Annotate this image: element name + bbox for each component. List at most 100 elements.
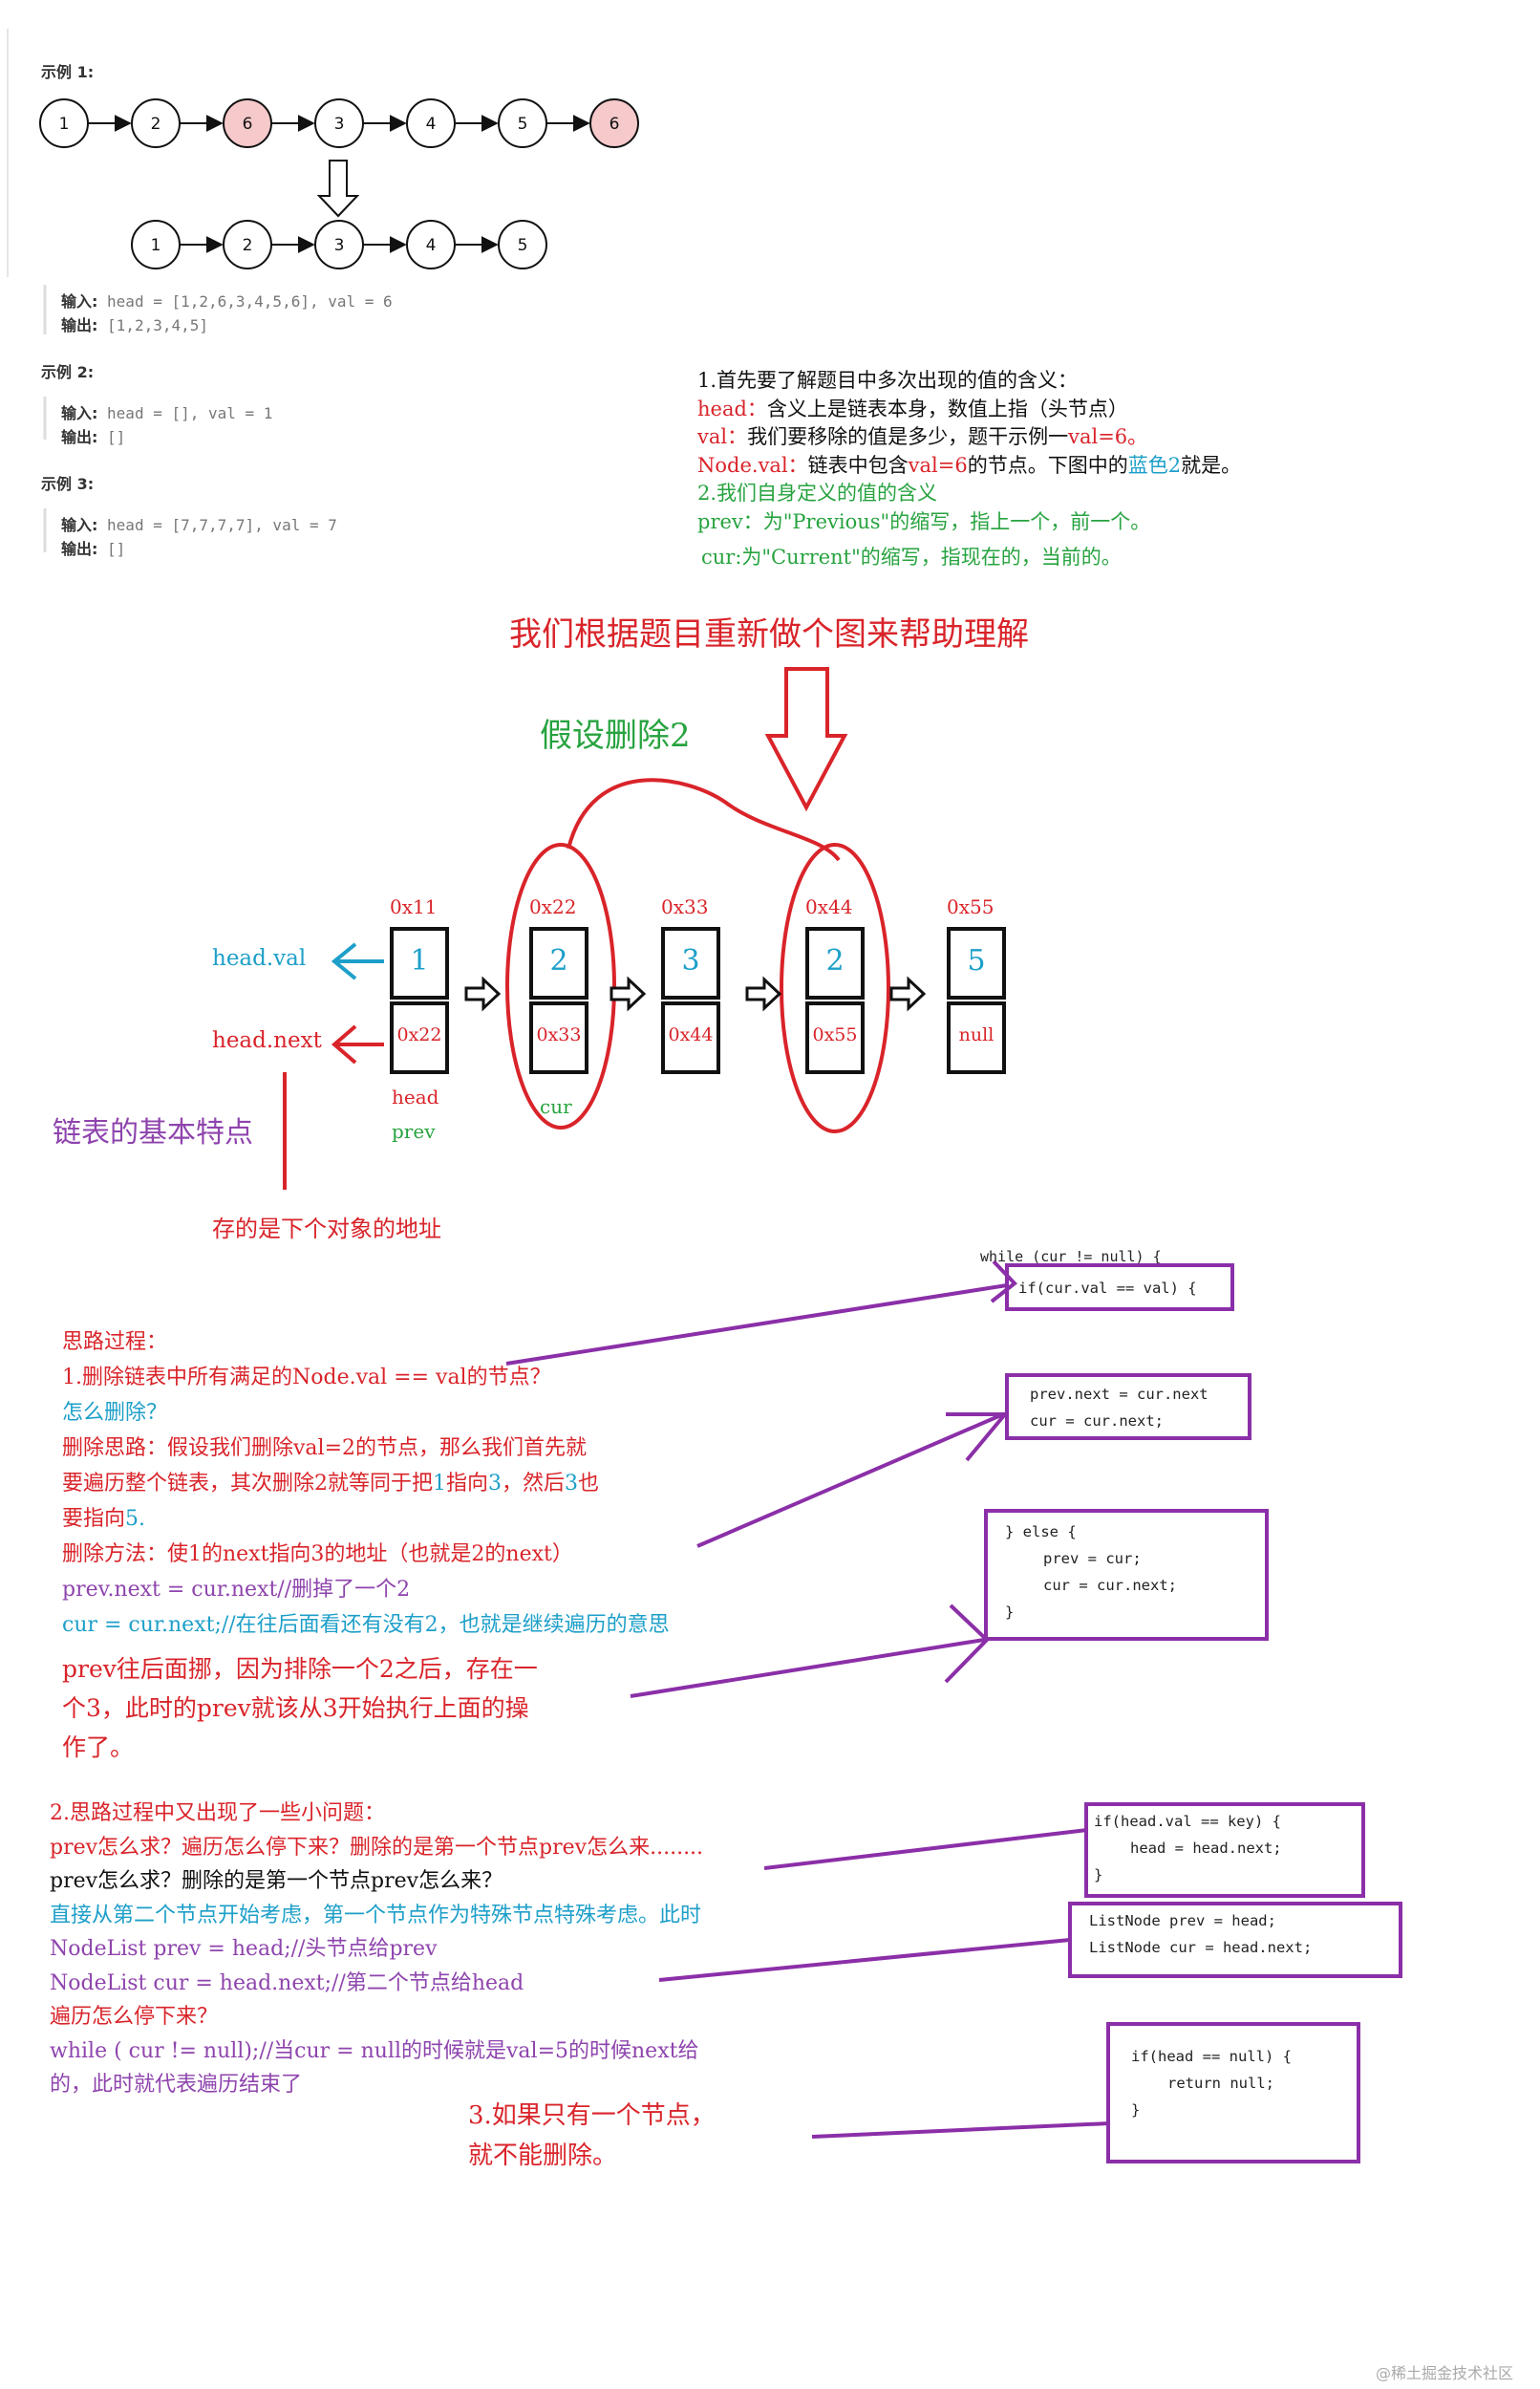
intro-line-7: cur:为"Current"的缩写，指现在的，当前的。 bbox=[701, 546, 1122, 569]
red-skip-curve bbox=[567, 778, 841, 862]
right-arrow-icon bbox=[464, 976, 502, 1012]
list-node-value: 3 bbox=[334, 236, 345, 255]
thinking-line-1: 1.删除链表中所有满足的Node.val == val的节点？ bbox=[62, 1366, 551, 1389]
part3-line-2: 就不能删除。 bbox=[468, 2141, 618, 2170]
node-next-address: 0x33 bbox=[536, 1024, 582, 1045]
example1-output: 输出: [1,2,3,4,5] bbox=[61, 316, 208, 334]
node-value-box bbox=[805, 927, 865, 1000]
node-address: 0x22 bbox=[529, 895, 577, 918]
example2-input: 输入: head = [], val = 1 bbox=[61, 404, 273, 422]
list-node-value: 6 bbox=[243, 115, 253, 134]
ellipse-node-2 bbox=[505, 843, 616, 1130]
intro-block: 1.首先要了解题目中多次出现的值的含义： head：含义上是链表本身，数值上指（… bbox=[697, 367, 1241, 572]
list-node-value: 4 bbox=[426, 236, 437, 255]
thinking-title: 思路过程： bbox=[62, 1330, 168, 1354]
example2-title: 示例 2: bbox=[41, 363, 95, 381]
list-node-value: 3 bbox=[334, 115, 345, 134]
thinking-line-3c: 要指向5. bbox=[62, 1507, 146, 1531]
feature-label: 链表的基本特点 bbox=[53, 1116, 253, 1150]
code-box-null-check: if(head == null) { return null; } bbox=[1106, 2022, 1360, 2163]
node-value-box bbox=[529, 927, 588, 1000]
right-arrow-icon bbox=[610, 976, 647, 1012]
part2-line-1: prev怎么求？遍历怎么停下来？删除的是第一个节点prev怎么来........ bbox=[50, 1835, 704, 1860]
thinking-line-7a: prev往后面挪，因为排除一个2之后，存在一 bbox=[62, 1655, 538, 1683]
intro-line-5: 2.我们自身定义的值的含义 bbox=[697, 482, 938, 505]
label-prev: prev bbox=[392, 1120, 436, 1143]
node-next-box bbox=[529, 1001, 588, 1074]
list-node-value: 4 bbox=[426, 115, 437, 134]
code-if-line: if(cur.val == val) { bbox=[1018, 1280, 1197, 1297]
intro-line-2: head：含义上是链表本身，数值上指（头节点） bbox=[697, 397, 1128, 420]
node-next-address: 0x22 bbox=[396, 1024, 442, 1045]
intro-line-1: 1.首先要了解题目中多次出现的值的含义： bbox=[697, 369, 1079, 392]
node-address: 0x11 bbox=[390, 895, 438, 918]
thinking-line-5: prev.next = cur.next//删掉了一个2 bbox=[62, 1578, 411, 1602]
part2-line-5: NodeList cur = head.next;//第二个节点给head bbox=[50, 1970, 524, 1995]
example1-input: 输入: head = [1,2,6,3,4,5,6], val = 6 bbox=[61, 292, 393, 311]
label-head: head bbox=[392, 1086, 439, 1108]
head-val-arrow-icon bbox=[331, 942, 384, 980]
big-red-down-arrow-icon bbox=[764, 667, 848, 812]
code-box-head-check: if(head.val == key) { head = head.next; … bbox=[1084, 1802, 1365, 1898]
node-value-box bbox=[661, 927, 720, 1000]
code-box-if: if(cur.val == val) { bbox=[1005, 1263, 1234, 1311]
list-node-value: 6 bbox=[610, 115, 620, 134]
example2-output: 输出: [] bbox=[61, 428, 126, 446]
node-next-address: null bbox=[958, 1024, 995, 1045]
node-value-box bbox=[390, 927, 449, 1000]
node-next-address: 0x55 bbox=[812, 1024, 858, 1045]
intro-line-6: prev：为"Previous"的缩写，指上一个，前一个。 bbox=[697, 509, 1151, 533]
part2-line-2: prev怎么求？删除的是第一个节点prev怎么来？ bbox=[50, 1869, 503, 1893]
code-box-init: ListNode prev = head; ListNode cur = hea… bbox=[1068, 1902, 1402, 1978]
head-val-label: head.val bbox=[212, 946, 307, 971]
part2-line-7: while ( cur != null);//当cur = null的时候就是v… bbox=[50, 2038, 699, 2063]
node-value: 5 bbox=[967, 944, 986, 978]
node-address: 0x33 bbox=[661, 895, 709, 918]
intro-line-3: val：我们要移除的值是多少，题干示例一val=6。 bbox=[697, 425, 1148, 448]
node-value-box bbox=[947, 927, 1006, 1000]
code-init: ListNode prev = head; ListNode cur = hea… bbox=[1089, 1912, 1313, 1956]
part2-block: 2.思路过程中又出现了一些小问题： prev怎么求？遍历怎么停下来？删除的是第一… bbox=[50, 1797, 703, 2102]
assume-label: 假设删除2 bbox=[540, 717, 691, 755]
list-node-circle bbox=[589, 98, 639, 148]
label-cur: cur bbox=[540, 1095, 572, 1118]
node-next-box bbox=[947, 1001, 1006, 1074]
thinking-line-6: cur = cur.next;//在往后面看还有没有2，也就是继续遍历的意思 bbox=[62, 1613, 670, 1637]
part2-line-8: 的，此时就代表遍历结束了 bbox=[50, 2073, 303, 2097]
example3-input: 输入: head = [7,7,7,7], val = 7 bbox=[61, 516, 337, 534]
code-head-check: if(head.val == key) { head = head.next; … bbox=[1094, 1813, 1282, 1883]
node-address: 0x55 bbox=[947, 895, 995, 918]
thinking-move-block: prev往后面挪，因为排除一个2之后，存在一 个3，此时的prev就该从3开始执… bbox=[62, 1649, 538, 1767]
list-node-value: 1 bbox=[59, 115, 70, 134]
part2-line-3: 直接从第二个节点开始考虑，第一个节点作为特殊节点特殊考虑。此时 bbox=[50, 1903, 702, 1927]
thinking-line-7c: 作了。 bbox=[62, 1733, 135, 1761]
diagram-heading: 我们根据题目重新做个图来帮助理解 bbox=[509, 615, 1029, 654]
code-box-else: } else { prev = cur; cur = cur.next; } bbox=[984, 1509, 1269, 1641]
example3-title: 示例 3: bbox=[41, 475, 95, 493]
list-node-value: 5 bbox=[518, 236, 528, 255]
example1-title: 示例 1: bbox=[41, 63, 95, 81]
example3-output: 输出: [] bbox=[61, 540, 126, 558]
thinking-line-7b: 个3，此时的prev就该从3开始执行上面的操 bbox=[62, 1694, 529, 1722]
part3-line-1: 3.如果只有一个节点， bbox=[468, 2101, 716, 2130]
part2-line-6: 遍历怎么停下来？ bbox=[50, 2005, 219, 2029]
node-value: 1 bbox=[410, 944, 429, 978]
thinking-line-3a: 删除思路：假设我们删除val=2的节点，那么我们首先就 bbox=[62, 1436, 588, 1460]
thinking-line-4: 删除方法：使1的next指向3的地址（也就是2的next） bbox=[62, 1542, 573, 1566]
node-next-box bbox=[805, 1001, 865, 1074]
head-next-arrow-icon bbox=[331, 1024, 384, 1065]
down-arrow-icon bbox=[316, 160, 360, 218]
right-arrow-icon bbox=[745, 976, 782, 1012]
part2-line-4: NodeList prev = head;//头节点给prev bbox=[50, 1937, 438, 1961]
right-arrow-icon bbox=[889, 976, 927, 1012]
code-else: } else { prev = cur; cur = cur.next; } bbox=[1005, 1523, 1177, 1621]
code-while-line: while (cur != null) { bbox=[980, 1248, 1162, 1265]
list-node-value: 5 bbox=[518, 115, 528, 134]
thinking-line-2: 怎么删除？ bbox=[62, 1401, 168, 1425]
node-value: 2 bbox=[549, 944, 568, 978]
